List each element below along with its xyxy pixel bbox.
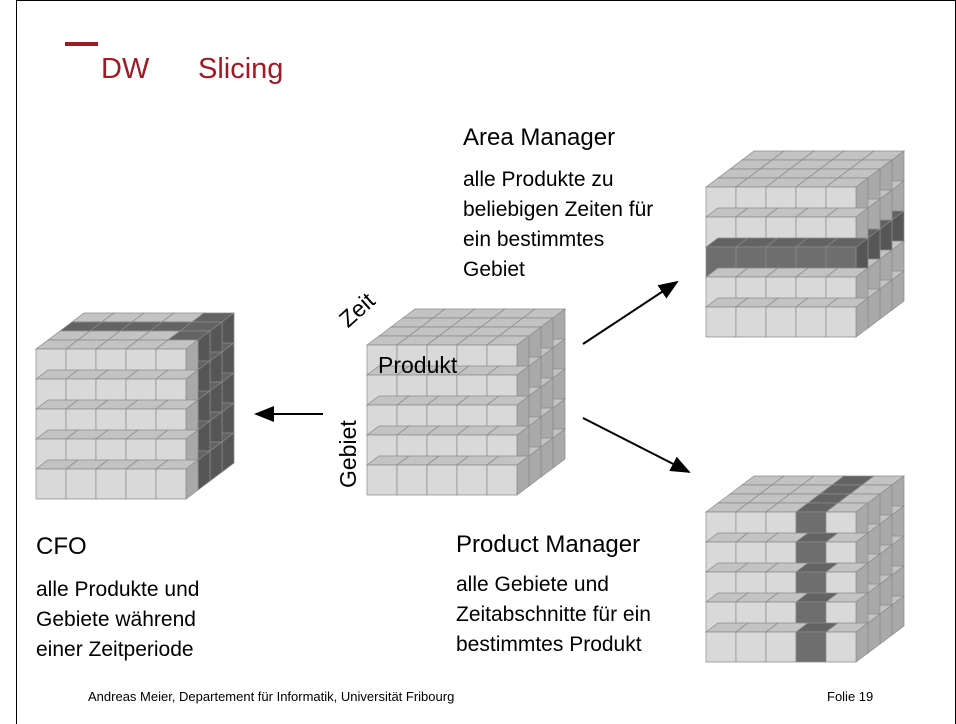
cell-front <box>795 631 827 663</box>
cfo-description: alle Produkte und Gebiete während einer … <box>36 578 200 661</box>
cell-front <box>35 468 67 500</box>
product-manager-cube <box>704 475 906 663</box>
title-accent-bar <box>65 42 98 46</box>
cell-front <box>825 306 857 338</box>
cell-front <box>366 464 398 496</box>
arrow-to-area-manager <box>582 280 679 345</box>
cell-front <box>456 464 488 496</box>
cell-front <box>125 468 157 500</box>
footer-author: Andreas Meier, Departement für Informati… <box>88 689 455 704</box>
area-manager-description: alle Produkte zu beliebigen Zeiten für e… <box>463 168 654 281</box>
cfo-heading: CFO <box>36 533 87 560</box>
cell-front <box>95 468 127 500</box>
cell-front <box>795 306 827 338</box>
cell-front <box>765 306 797 338</box>
product-manager-heading: Product Manager <box>456 531 641 558</box>
cell-front <box>705 631 737 663</box>
product-manager-description: alle Gebiete und Zeitabschnitte für ein … <box>456 573 651 656</box>
cell-front <box>426 464 458 496</box>
footer-page-number: Folie 19 <box>827 689 874 704</box>
cell-front <box>155 468 187 500</box>
cell-front <box>765 631 797 663</box>
cell-front <box>65 468 97 500</box>
title-slicing: Slicing <box>198 53 284 85</box>
axis-label-region: Gebiet <box>335 420 361 488</box>
cell-front <box>735 306 767 338</box>
axis-label-product: Produkt <box>378 352 458 378</box>
cfo-cube <box>34 312 236 500</box>
cell-front <box>486 464 518 496</box>
title-dw: DW <box>101 53 150 85</box>
cell-front <box>825 631 857 663</box>
cell-front <box>735 631 767 663</box>
center-cube <box>365 308 567 496</box>
cell-front <box>705 306 737 338</box>
cell-front <box>396 464 428 496</box>
area-manager-heading: Area Manager <box>463 124 616 151</box>
area-manager-cube <box>704 150 906 338</box>
arrow-to-product-manager <box>582 417 691 473</box>
